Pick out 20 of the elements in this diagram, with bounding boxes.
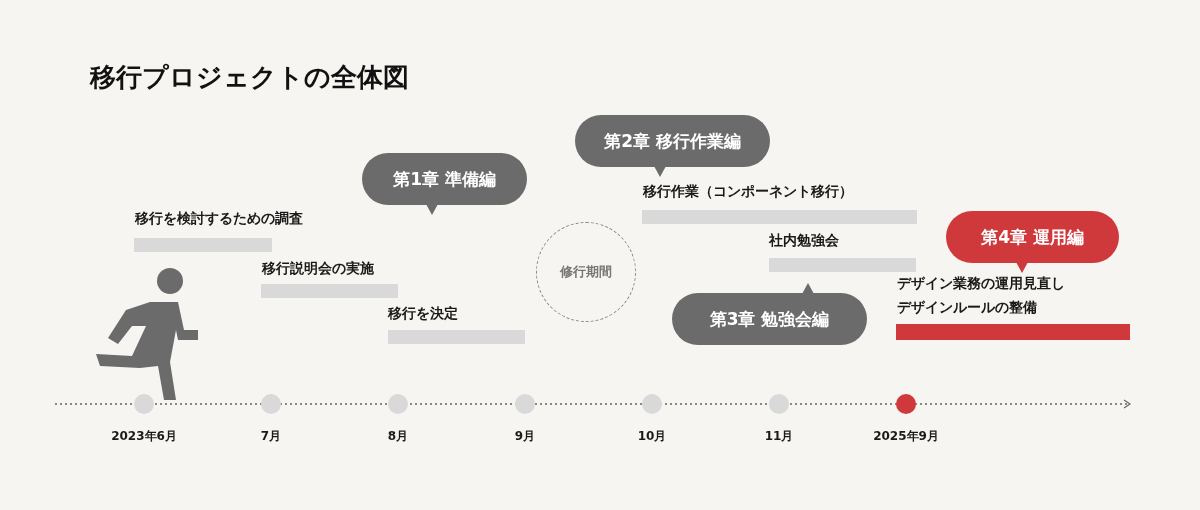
task-label: デザインルールの整備 (897, 299, 1037, 317)
month-label: 2025年9月 (872, 428, 940, 445)
month-label: 9月 (513, 428, 537, 445)
task-label: 移行作業（コンポーネント移行） (643, 183, 853, 201)
month-label: 11月 (763, 428, 795, 445)
task-label: 移行を決定 (388, 305, 458, 323)
title: 移行プロジェクトの全体図 (90, 61, 409, 94)
task-label: 社内勉強会 (769, 232, 839, 250)
task-label: デザイン業務の運用見直し (897, 275, 1065, 293)
task-bar (388, 330, 525, 344)
month-label: 2023年6月 (110, 428, 178, 445)
task-bar (769, 258, 916, 272)
month-label: 7月 (259, 428, 283, 445)
task-bar (134, 238, 272, 252)
task-bar (261, 284, 398, 298)
task-bar (642, 210, 917, 224)
task-bar (896, 324, 1130, 340)
month-label: 8月 (386, 428, 410, 445)
task-label: 移行説明会の実施 (262, 260, 374, 278)
month-label: 10月 (636, 428, 668, 445)
